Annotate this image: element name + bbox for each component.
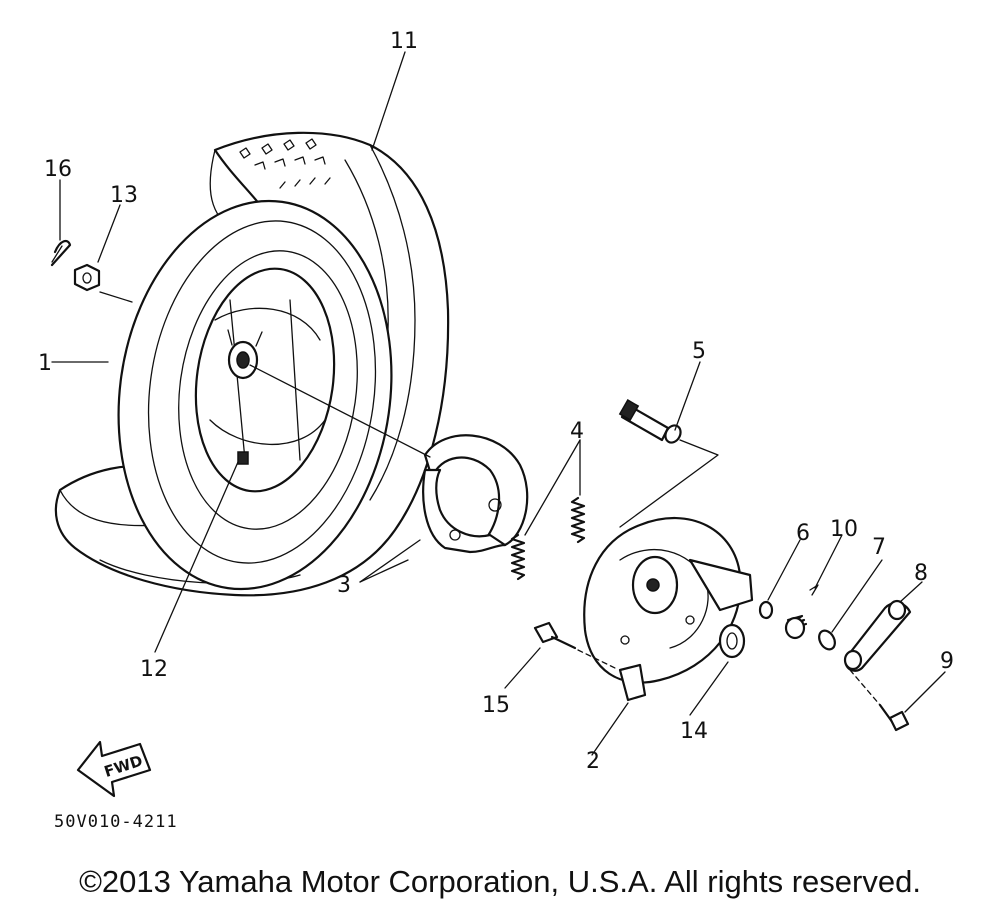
callout-14: 14 (680, 719, 708, 744)
valve (237, 451, 249, 465)
return-spring (784, 584, 819, 640)
cam-lever (843, 599, 912, 672)
plate-bolt (533, 621, 577, 650)
washer (758, 600, 774, 620)
callout-8: 8 (914, 561, 928, 586)
camshaft (618, 399, 682, 444)
axle-nut (73, 263, 101, 292)
oil-seal (718, 623, 746, 659)
callout-6: 6 (796, 521, 810, 546)
copyright-notice: ©2013 Yamaha Motor Corporation, U.S.A. A… (79, 864, 921, 899)
callout-16: 16 (44, 157, 72, 182)
callout-11: 11 (390, 29, 418, 54)
cotter-pin (50, 239, 72, 267)
indicator-plate (818, 629, 836, 651)
callout-10: 10 (830, 517, 858, 542)
callout-4: 4 (570, 419, 584, 444)
brake-shoe-plate (583, 516, 754, 702)
diagram-code: 50V010-4211 (54, 812, 178, 832)
brake-shoes (422, 434, 529, 554)
wheel-rim (117, 199, 393, 591)
lever-bolt (878, 703, 910, 732)
callout-9: 9 (940, 649, 954, 674)
callout-7: 7 (872, 535, 886, 560)
springs (510, 496, 586, 581)
callout-2: 2 (586, 749, 600, 774)
callout-1: 1 (38, 351, 52, 376)
callout-12: 12 (140, 657, 168, 682)
callout-15: 15 (482, 693, 510, 718)
callout-13: 13 (110, 183, 138, 208)
callout-5: 5 (692, 339, 706, 364)
callout-3: 3 (337, 573, 351, 598)
fwd-arrow-icon: FWD (76, 740, 152, 798)
leader-lines (51, 51, 946, 756)
